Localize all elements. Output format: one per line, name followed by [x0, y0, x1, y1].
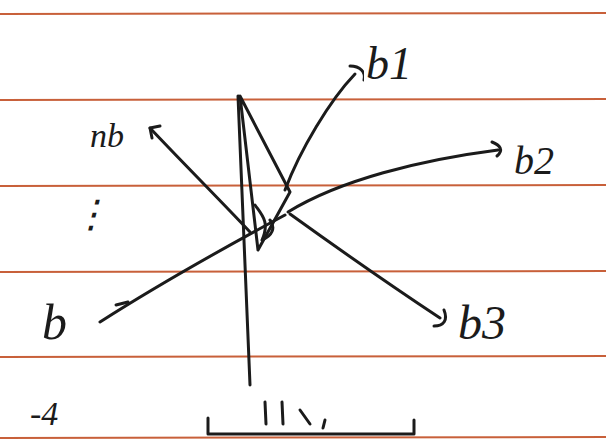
handwritten-label: b	[40, 296, 69, 349]
handwritten-label: ⋮	[70, 195, 112, 235]
handwritten-label: b2	[512, 140, 556, 182]
handwritten-label: b1	[364, 40, 414, 88]
vector-sketch	[100, 66, 501, 434]
handwritten-label: b3	[456, 298, 508, 348]
paper-rules	[0, 13, 606, 438]
handwritten-label: nb	[88, 118, 126, 154]
handwritten-label: -4	[28, 396, 60, 432]
